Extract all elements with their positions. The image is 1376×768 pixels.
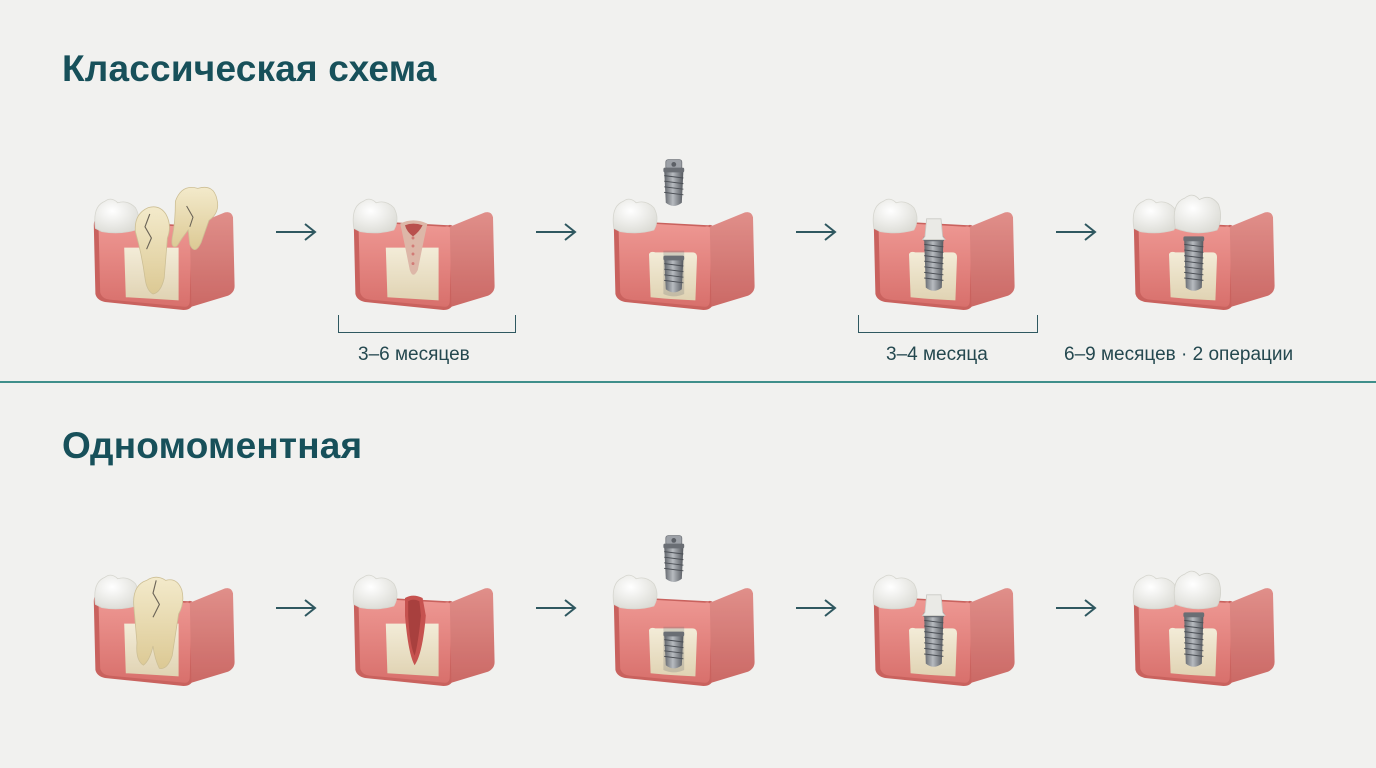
healing-socket-illustration	[352, 198, 495, 310]
immediate-stage-abutment	[850, 534, 1040, 694]
classic-stage-abutment	[850, 158, 1040, 318]
abutment-illustration	[872, 198, 1015, 310]
immediate-scheme-title: Одномоментная	[62, 425, 363, 466]
classic-total-summary: 6–9 месяцев · 2 операции	[1064, 344, 1294, 365]
right-arrow-icon	[274, 220, 318, 244]
fresh-socket-illustration	[352, 574, 495, 686]
immediate-stage-implant-placement	[590, 534, 780, 694]
immediate-stage-crown	[1110, 534, 1300, 694]
classic-stage-crown	[1110, 158, 1300, 318]
right-arrow-icon	[534, 220, 578, 244]
right-arrow-icon	[1054, 596, 1098, 620]
extraction-illustration	[93, 186, 235, 310]
classic-stage-extraction	[70, 158, 260, 318]
right-arrow-icon	[534, 596, 578, 620]
right-arrow-icon	[794, 220, 838, 244]
classic-stage-healing-socket	[330, 158, 520, 318]
duration-caption-healing: 3–6 месяцев	[358, 344, 470, 365]
right-arrow-icon	[794, 596, 838, 620]
duration-caption-osseointegration: 3–4 месяца	[886, 344, 988, 365]
classic-scheme-title: Классическая схема	[62, 48, 437, 89]
implant-placement-illustration	[612, 159, 755, 310]
right-arrow-icon	[274, 596, 318, 620]
abutment-illustration	[872, 574, 1015, 686]
immediate-stage-cracked-tooth	[70, 534, 260, 694]
crown-illustration	[1132, 194, 1275, 310]
crown-illustration	[1132, 570, 1275, 686]
immediate-stage-fresh-socket	[330, 534, 520, 694]
implant-placement-illustration	[612, 535, 755, 686]
section-divider	[0, 381, 1376, 383]
right-arrow-icon	[1054, 220, 1098, 244]
duration-bracket-healing	[338, 315, 516, 333]
cracked-tooth-illustration	[93, 574, 235, 686]
duration-bracket-osseointegration	[858, 315, 1038, 333]
classic-stage-implant-placement	[590, 158, 780, 318]
